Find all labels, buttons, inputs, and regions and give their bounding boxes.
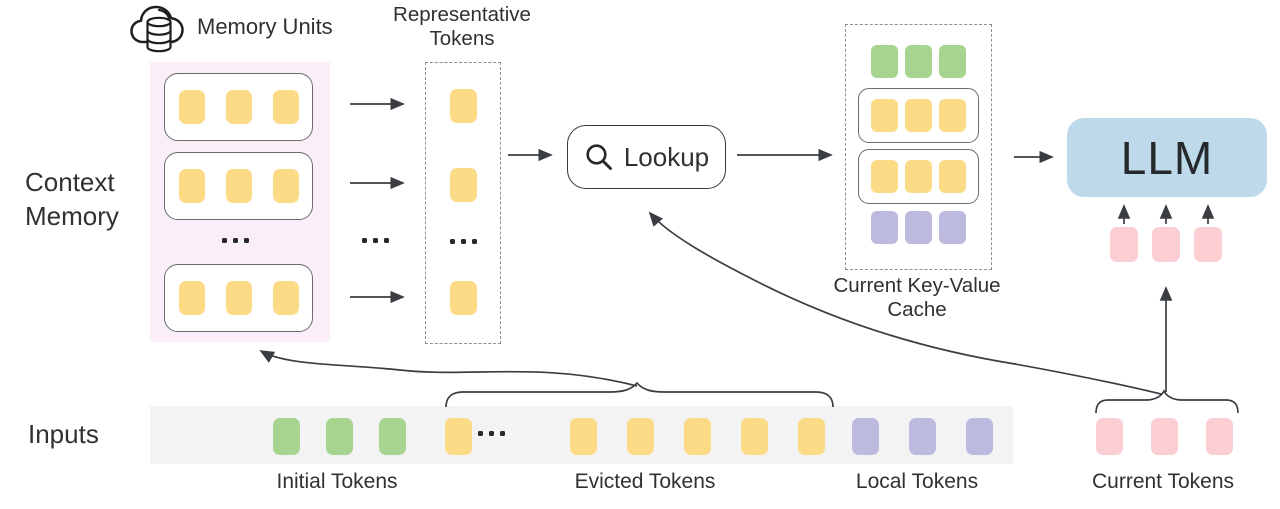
purple-token [966, 418, 993, 455]
evicted-ellipsis [478, 431, 505, 436]
evicted-to-memory-curve-arrow [259, 350, 638, 387]
pink-token [1152, 227, 1180, 262]
yellow-token [178, 90, 205, 124]
llm-label: LLM [1120, 131, 1214, 184]
memory-unit [164, 152, 313, 220]
yellow-token [798, 418, 825, 455]
arrows-ellipsis [362, 238, 389, 243]
evicted-tokens-caption: Evicted Tokens [574, 470, 716, 493]
green-token [326, 418, 353, 455]
evicted-tokens-head [445, 418, 472, 455]
green-token [939, 45, 966, 78]
purple-token [939, 211, 966, 244]
current-tokens-caption: Current Tokens [1091, 470, 1235, 493]
representative-ellipsis [426, 239, 500, 244]
evicted-tokens-brace [445, 381, 834, 408]
yellow-token [445, 418, 472, 455]
current-kv-cache-label: Current Key-Value Cache [833, 274, 1001, 322]
cache-memory-unit [858, 88, 979, 143]
yellow-token [225, 281, 252, 315]
green-token [905, 45, 932, 78]
yellow-token [570, 418, 597, 455]
yellow-token [684, 418, 711, 455]
representative-token-slot [426, 281, 500, 315]
memory-unit [164, 73, 313, 141]
current-tokens-row [1096, 418, 1233, 455]
yellow-token [449, 281, 477, 315]
llm-input-tokens [1110, 227, 1222, 262]
yellow-token [272, 90, 299, 124]
green-token [379, 418, 406, 455]
memory-units-label: Memory Units [197, 14, 333, 39]
local-tokens-row [852, 418, 993, 455]
llm-box: LLM [1067, 118, 1267, 197]
purple-token [905, 211, 932, 244]
cache-initial-row [846, 45, 991, 78]
cache-local-row [846, 211, 991, 244]
yellow-token [449, 168, 477, 202]
purple-token [871, 211, 898, 244]
memory-cloud-database-icon [130, 5, 184, 53]
yellow-token [741, 418, 768, 455]
search-icon [586, 144, 612, 170]
local-tokens-caption: Local Tokens [855, 470, 979, 493]
cache-memory-unit [858, 149, 979, 204]
yellow-token [939, 99, 966, 132]
lookup-label: Lookup [623, 141, 710, 172]
representative-tokens-box [425, 62, 501, 344]
yellow-token [225, 169, 252, 203]
yellow-token [905, 99, 932, 132]
yellow-token [178, 169, 205, 203]
yellow-token [905, 160, 932, 193]
yellow-token [871, 160, 898, 193]
current-kv-cache-box [845, 24, 992, 270]
yellow-token [627, 418, 654, 455]
memory-units-ellipsis [222, 238, 249, 243]
pink-token [1151, 418, 1178, 455]
representative-tokens-label: Representative Tokens [393, 3, 531, 51]
yellow-token [871, 99, 898, 132]
evicted-tokens-row [570, 418, 825, 455]
pink-token [1096, 418, 1123, 455]
memory-unit [164, 264, 313, 332]
pink-token [1194, 227, 1222, 262]
yellow-token [272, 169, 299, 203]
yellow-token [178, 281, 205, 315]
green-token [273, 418, 300, 455]
green-token [871, 45, 898, 78]
lookup-button[interactable]: Lookup [567, 125, 726, 189]
pink-token [1110, 227, 1138, 262]
yellow-token [272, 281, 299, 315]
current-tokens-bracket [1095, 389, 1239, 414]
inputs-label: Inputs [28, 419, 99, 449]
yellow-token [449, 89, 477, 123]
yellow-token [939, 160, 966, 193]
current-tokens-to-llm-arrows [1117, 204, 1215, 224]
pink-token [1206, 418, 1233, 455]
purple-token [852, 418, 879, 455]
yellow-token [225, 90, 252, 124]
purple-token [909, 418, 936, 455]
representative-token-slot [426, 168, 500, 202]
memory-to-representative-arrows [350, 97, 405, 304]
context-memory-label: Context Memory [25, 167, 119, 231]
initial-tokens-row [273, 418, 406, 455]
initial-tokens-caption: Initial Tokens [276, 470, 398, 493]
representative-token-slot [426, 89, 500, 123]
